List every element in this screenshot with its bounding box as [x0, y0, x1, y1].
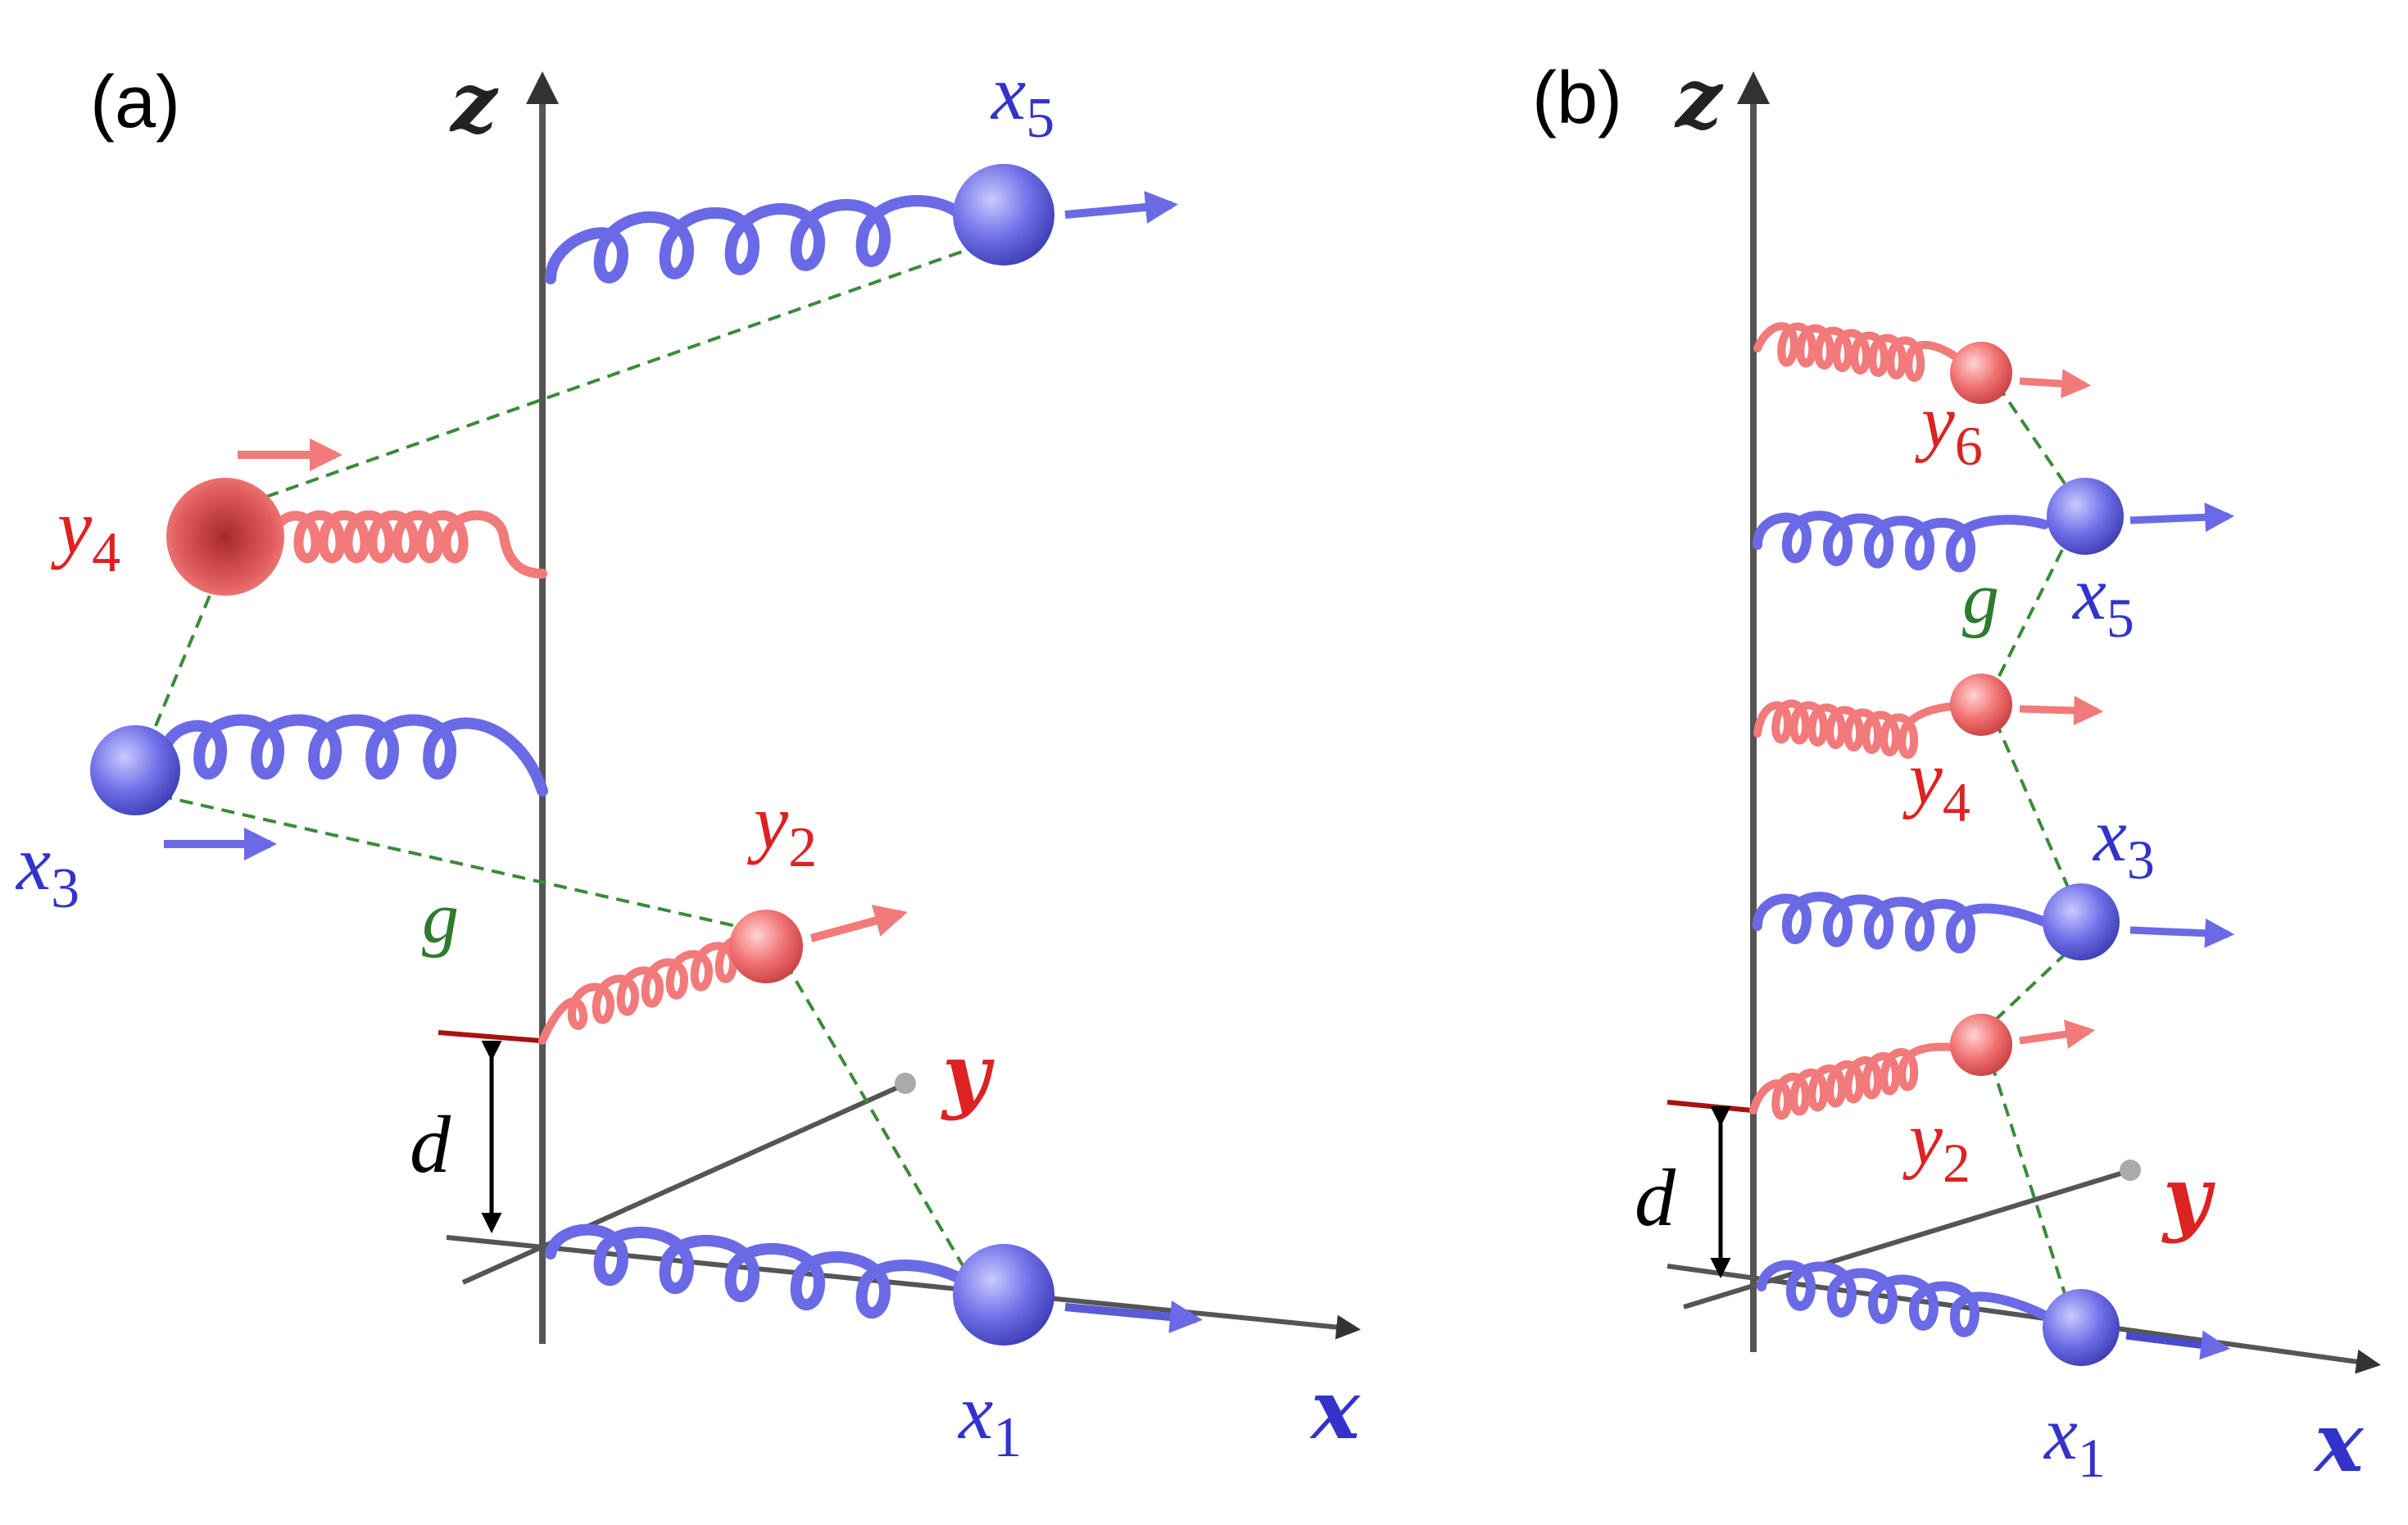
panel-b-arrow-x5	[2129, 502, 2235, 533]
panel-b-x-label: x	[2313, 1394, 2365, 1491]
panel-b-y-label: y	[2161, 1148, 2215, 1245]
coupling-x1-y2	[1989, 1060, 2075, 1320]
panel-b-label-x5: x5	[2071, 551, 2134, 649]
panel-a-y-label: y	[941, 1025, 995, 1122]
panel-a-arrow-x1	[1064, 1300, 1203, 1333]
panel-a-x-axis	[446, 1235, 1361, 1340]
panel-a-label-x1: x1	[957, 1368, 1022, 1469]
panel-b-label-y2: y2	[1902, 1096, 1970, 1194]
panel-a-arrow-y2	[809, 905, 908, 942]
panel-a-label-x5: x5	[990, 49, 1054, 150]
panel-a-ball-x1	[953, 1244, 1054, 1346]
panel-a-couplings	[146, 248, 977, 1288]
panel-a-label-x3: x3	[15, 819, 79, 920]
panel-b-arrow-y6	[2019, 369, 2092, 399]
panel-b-y-axis-end	[2120, 1160, 2141, 1181]
panel-b-arrow-y2	[2019, 1019, 2096, 1049]
panel-a-spring-x5	[545, 195, 973, 284]
panel-b-label-y4: y4	[1902, 736, 1970, 833]
panel-a-g-label: g	[422, 878, 459, 959]
panel-b-ball-y4	[1950, 674, 2012, 736]
panel-a-y-axis-end	[895, 1073, 916, 1094]
panel-a-spring-y2	[538, 934, 762, 1045]
coupling-y4-x5	[1998, 544, 2066, 677]
panel-b-spring-y2	[1749, 1042, 1966, 1120]
panel-a: (a) z x y d g	[15, 49, 1361, 1469]
panel-a-label-y2: y2	[747, 778, 817, 879]
panel-b-x-axis	[1667, 1264, 2381, 1374]
panel-a-ball-y4	[166, 478, 284, 596]
panel-a-label-y4: y4	[51, 483, 120, 584]
panel-a-z-label: z	[449, 54, 499, 151]
coupling-x5-y6	[2002, 392, 2066, 485]
panel-a-d-tick	[438, 1030, 542, 1043]
panel-a-ball-x3	[90, 725, 180, 815]
panel-b-label-x1: x1	[2043, 1391, 2106, 1489]
panel-b-spring-x5	[1753, 511, 2049, 573]
panel-a-spring-x3	[158, 714, 548, 797]
coupling-y2-x3	[155, 793, 755, 932]
panel-b-d-label: d	[1635, 1152, 1676, 1243]
panel-b-d-tick	[1667, 1100, 1753, 1113]
coupling-x3-y4	[1998, 728, 2070, 890]
coupling-y4-x5	[245, 248, 968, 506]
panel-b: (b) z x y d g	[1532, 50, 2381, 1491]
panel-a-d-label: d	[410, 1099, 451, 1190]
panel-b-label: (b)	[1532, 57, 1622, 139]
panel-b-spring-x3	[1753, 892, 2049, 954]
panel-b-arrow-x1	[2125, 1330, 2231, 1360]
coupling-x3-y4	[146, 577, 219, 747]
panel-b-z-label: z	[1674, 50, 1724, 147]
panel-b-ball-x1	[2043, 1289, 2120, 1366]
panel-b-g-label: g	[1962, 558, 1999, 639]
panel-a-arrow-x5	[1064, 191, 1178, 224]
panel-b-spring-y6	[1753, 322, 1970, 382]
panel-a-x-label: x	[1309, 1361, 1361, 1458]
panel-a-spring-y4	[265, 510, 547, 579]
panel-b-ball-y2	[1950, 1014, 2012, 1076]
coupling-y2-x3	[1993, 949, 2070, 1022]
panel-b-ball-y6	[1950, 342, 2012, 404]
coupling-x1-y2	[777, 949, 977, 1288]
panel-a-y-axis	[461, 1083, 903, 1285]
panel-b-arrow-x3	[2129, 918, 2235, 948]
panel-b-label-y6: y6	[1915, 379, 1983, 477]
panel-b-ball-x5	[2047, 478, 2124, 555]
panel-a-label: (a)	[90, 61, 180, 143]
panel-b-arrow-y4	[2019, 696, 2104, 726]
panel-b-ball-x3	[2043, 883, 2120, 960]
panel-b-couplings	[1989, 392, 2075, 1320]
panel-a-ball-x5	[953, 164, 1054, 266]
panel-b-spring-y4	[1753, 699, 1970, 759]
panel-a-ball-y2	[729, 910, 803, 983]
panel-b-spring-x1	[1757, 1259, 2049, 1337]
panel-a-spring-x1	[545, 1223, 973, 1318]
panel-b-label-x3: x3	[2092, 793, 2155, 891]
